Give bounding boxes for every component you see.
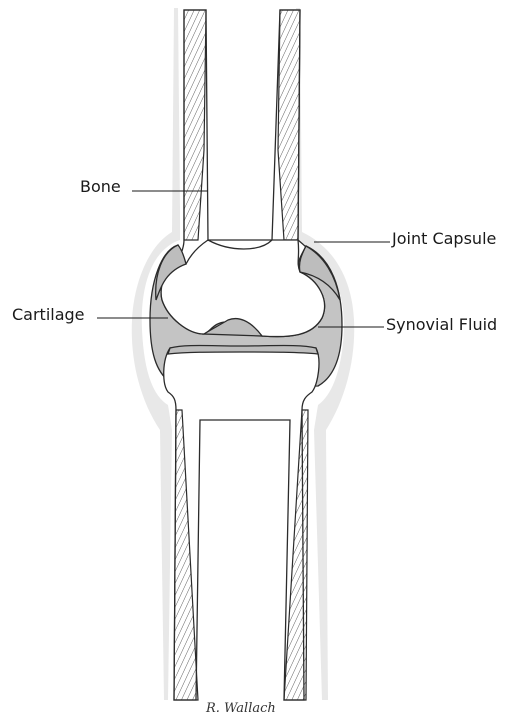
tibia-bone (164, 347, 319, 700)
label-synovial-fluid: Synovial Fluid (386, 315, 497, 334)
label-cartilage: Cartilage (12, 305, 85, 324)
label-bone: Bone (80, 177, 121, 196)
label-joint-capsule: Joint Capsule (391, 229, 496, 248)
artist-signature: R. Wallach (205, 701, 276, 716)
